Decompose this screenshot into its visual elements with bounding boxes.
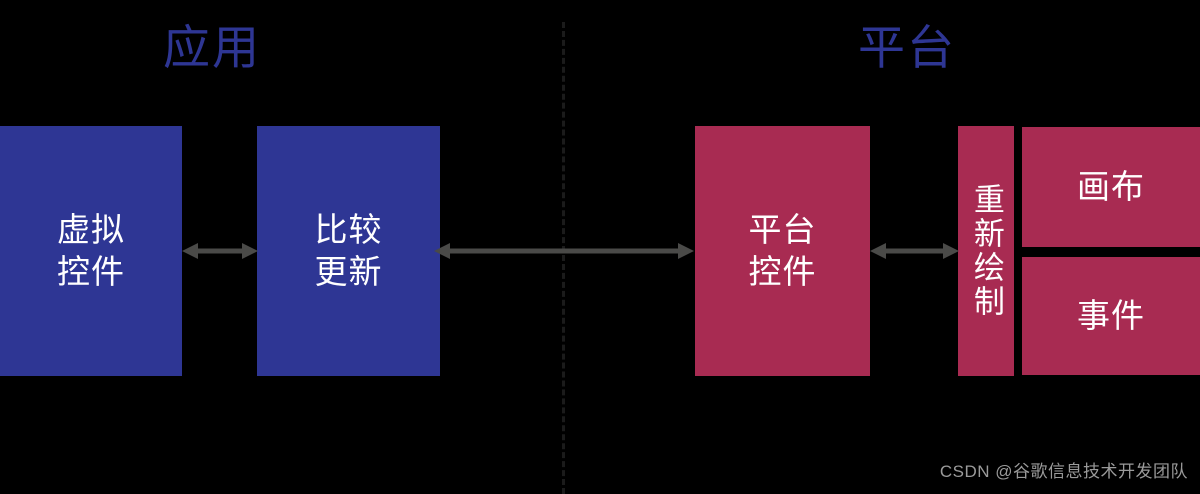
watermark-text: CSDN @谷歌信息技术开发团队 [939,462,1188,481]
connector-compare-to-platform-arrow-icon [434,243,694,259]
connector-virtual-to-compare-arrow-icon [182,243,258,259]
node-canvas[interactable]: 画布 [1022,127,1200,247]
section-title-platform: 平台 [858,21,956,74]
node-event[interactable]: 事件 [1022,257,1200,375]
node-virtual-widget-label: 虚拟 控件 [57,210,125,290]
section-title-app: 应用 [163,21,261,74]
node-repaint-label: 重新绘制 [968,183,1004,319]
node-compare-update-label: 比较 更新 [314,210,383,290]
connector-platform-to-repaint-arrow-icon [870,243,959,259]
node-event-label: 事件 [1077,296,1145,334]
node-platform-widget[interactable]: 平台 控件 [695,126,870,376]
node-repaint[interactable]: 重新绘制 [958,126,1014,376]
app-platform-divider [562,22,565,494]
node-compare-update[interactable]: 比较 更新 [257,126,440,376]
node-virtual-widget[interactable]: 虚拟 控件 [0,126,182,376]
node-platform-widget-label: 平台 控件 [748,210,817,290]
node-canvas-label: 画布 [1077,167,1145,205]
